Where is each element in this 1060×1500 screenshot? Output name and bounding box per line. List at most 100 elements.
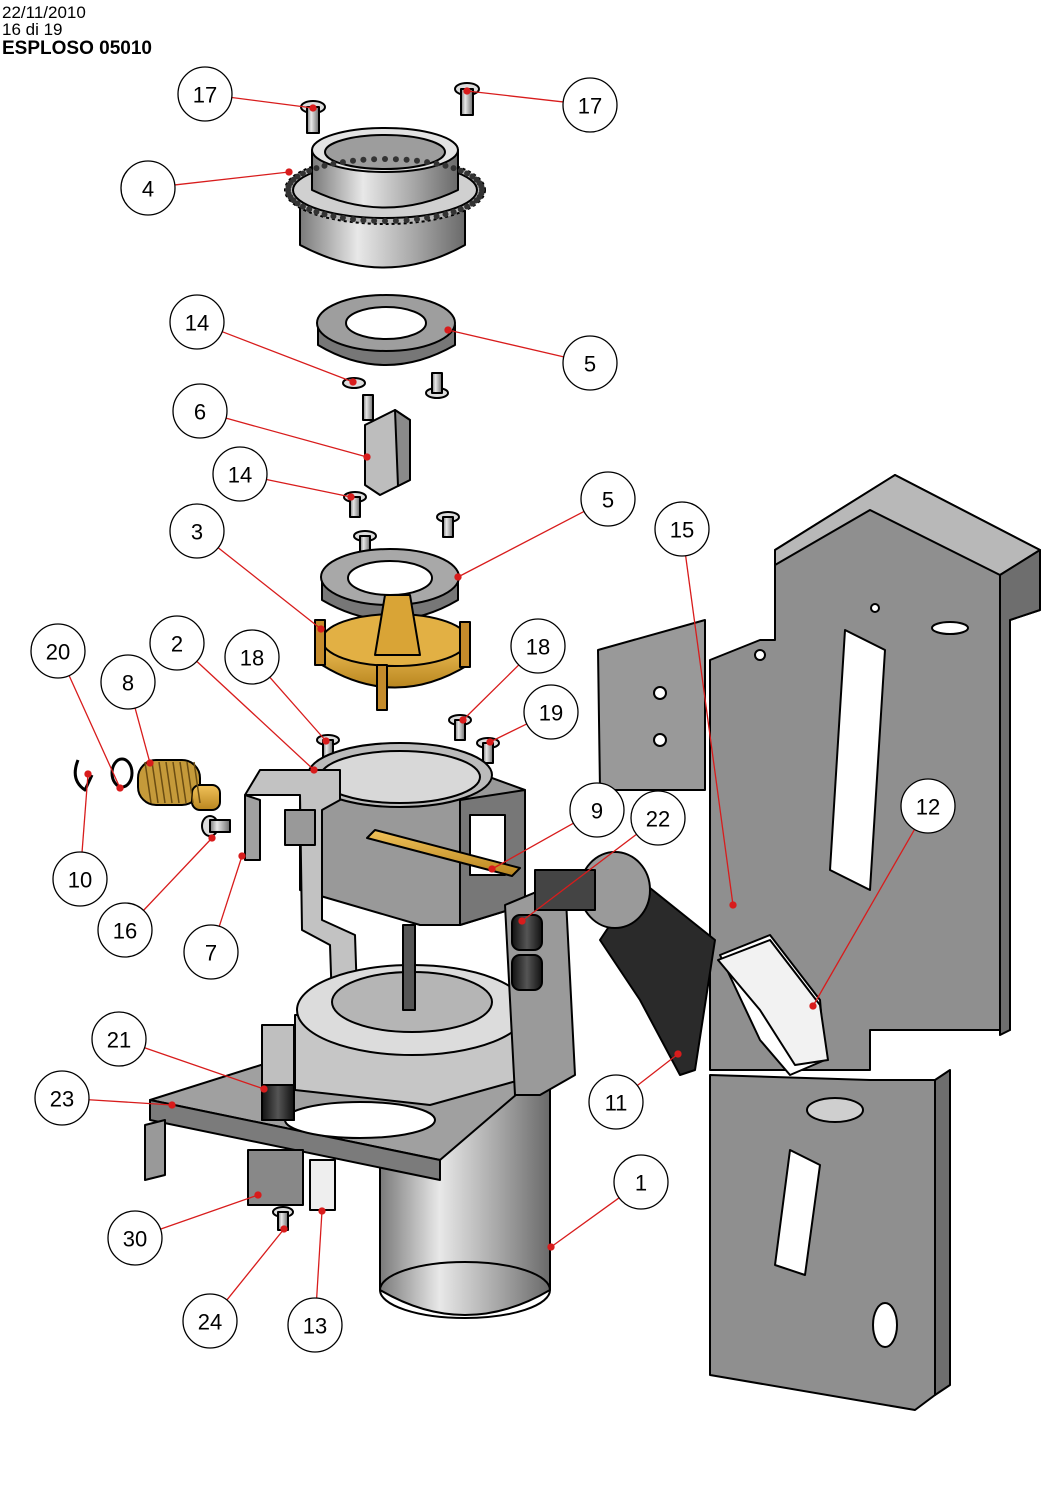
gear-tooth	[371, 217, 378, 224]
callout-30-leader	[160, 1194, 259, 1230]
callout-16-circle	[97, 902, 153, 958]
callout-12-circle	[900, 778, 956, 834]
callout-20-circle	[30, 623, 86, 679]
callout-9-leader	[491, 822, 574, 870]
ring-gear-nut	[284, 127, 486, 269]
callout-20-leader-dot	[116, 784, 124, 792]
callout-3-label: 3	[191, 520, 203, 545]
block-6	[362, 394, 411, 496]
drawing-code: ESPLOSO 05010	[2, 38, 152, 59]
callout-7-leader	[218, 855, 243, 927]
gear-tooth	[313, 165, 320, 172]
callout-16-leader	[143, 837, 213, 911]
callout-13: 13	[287, 1297, 343, 1353]
gear-tooth	[313, 208, 320, 215]
callout-5-top-label: 5	[584, 352, 596, 377]
callout-4-leader	[174, 171, 290, 186]
callout-18-left-circle	[224, 629, 280, 685]
gear-tooth	[469, 200, 476, 207]
callout-22-leader-dot	[518, 917, 526, 925]
callout-12-label: 12	[916, 795, 940, 820]
callout-5-mid-circle	[580, 471, 636, 527]
callout-24: 24	[182, 1293, 238, 1349]
callout-14-mid: 14	[212, 446, 268, 502]
callout-5-mid: 5	[580, 471, 636, 527]
lever-arm	[534, 851, 716, 1076]
callout-21-circle	[91, 1011, 147, 1067]
black-bushing	[261, 1024, 295, 1121]
callout-18-right-circle	[510, 618, 566, 674]
gear-tooth	[382, 156, 388, 162]
callout-11-label: 11	[605, 1091, 628, 1116]
callout-23: 23	[34, 1070, 90, 1126]
gear-tooth	[424, 159, 431, 166]
callout-19-label: 19	[539, 701, 563, 726]
callout-7-circle	[183, 924, 239, 980]
callout-23-leader	[88, 1099, 173, 1106]
callout-13-leader	[316, 1210, 323, 1299]
gear-tooth	[306, 167, 313, 174]
callout-15: 15	[654, 501, 710, 557]
gear-tooth	[299, 203, 306, 210]
callout-18-right-label: 18	[526, 635, 550, 660]
page-number: 16 di 19	[2, 20, 63, 39]
callout-13-label: 13	[303, 1314, 327, 1339]
callout-18-left-leader	[269, 676, 327, 742]
side-frame	[504, 879, 576, 1096]
callout-21-leader	[144, 1047, 265, 1090]
spring-coil	[186, 761, 194, 804]
callout-16-label: 16	[113, 919, 137, 944]
gear-tooth	[339, 159, 346, 166]
gear-tooth	[442, 162, 449, 169]
callout-3-leader-dot	[317, 625, 325, 633]
callout-5-mid-leader-dot	[454, 573, 462, 581]
gear-tooth	[392, 217, 399, 224]
callout-17-right-leader-dot	[463, 87, 471, 95]
right-lower-plate	[709, 1069, 951, 1411]
gear-tooth	[442, 211, 449, 218]
callout-9: 9	[569, 782, 625, 838]
callout-24-leader	[226, 1228, 285, 1301]
gear-tooth	[450, 208, 457, 215]
callout-8-label: 8	[122, 671, 134, 696]
callout-18-right: 18	[510, 618, 566, 674]
gear-tooth	[392, 156, 399, 163]
callout-14-mid-leader-dot	[347, 493, 355, 501]
callout-18-left-leader-dot	[322, 737, 330, 745]
gear-tooth	[294, 173, 301, 180]
callout-18-left-label: 18	[240, 646, 264, 671]
callout-4-leader-dot	[285, 168, 293, 176]
gear-tooth	[457, 206, 464, 213]
callout-23-leader-dot	[168, 1101, 176, 1109]
callout-22-circle	[630, 790, 686, 846]
callout-1-leader-dot	[547, 1243, 555, 1251]
spring-coil	[165, 761, 173, 804]
callout-17-right-label: 17	[578, 94, 602, 119]
gear-tooth	[330, 160, 337, 167]
callout-10-circle	[52, 851, 108, 907]
callout-8-leader	[134, 707, 151, 764]
gear-tooth	[360, 217, 367, 224]
callout-5-top-leader	[447, 329, 564, 358]
gear-tooth	[306, 206, 313, 213]
callout-10-leader-dot	[84, 770, 92, 778]
callout-15-label: 15	[670, 518, 694, 543]
callout-3: 3	[169, 503, 225, 559]
callout-6-circle	[172, 383, 228, 439]
callout-2-circle	[149, 615, 205, 671]
callout-8-leader-dot	[146, 759, 154, 767]
callout-6-label: 6	[194, 400, 206, 425]
callout-17-right-leader	[466, 90, 564, 103]
gear-tooth	[403, 217, 410, 224]
callout-18-left: 18	[224, 629, 280, 685]
gear-tooth	[382, 218, 388, 224]
callout-9-leader-dot	[488, 865, 496, 873]
gear-tooth	[464, 203, 471, 210]
callout-13-leader-dot	[318, 1207, 326, 1215]
callout-30: 30	[107, 1210, 163, 1266]
leader-lines	[68, 87, 916, 1301]
callout-22: 22	[630, 790, 686, 846]
grinder-ring-top	[316, 294, 456, 366]
title-block: 22/11/2010 16 di 19 ESPLOSO 05010	[2, 4, 152, 60]
callout-9-circle	[569, 782, 625, 838]
